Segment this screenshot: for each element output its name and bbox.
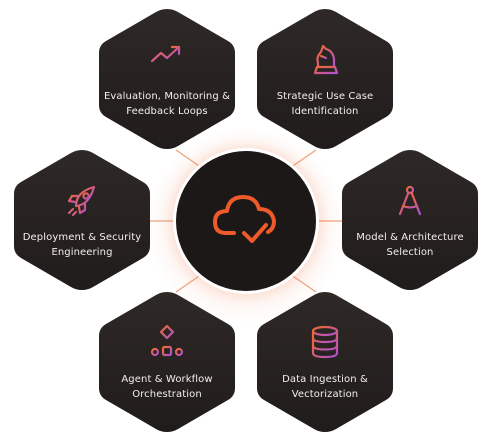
workflow-icon [150,324,184,357]
node-label: Deployment & Security Engineering [22,232,142,258]
rocket-icon [67,185,96,217]
node-label: Data Ingestion & Vectorization [282,374,368,400]
growth-chart-icon [150,45,183,75]
node-strategic: Strategic Use Case Identification [252,5,398,153]
node-evaluation: Evaluation, Monitoring & Feedback Loops [94,5,240,153]
node-label: Model & Architecture Selection [356,232,464,258]
node-label: Strategic Use Case Identification [276,91,374,117]
cloud-check-icon [213,195,276,243]
node-label: Agent & Workflow Orchestration [121,374,213,400]
node-agent: Agent & Workflow Orchestration [94,288,240,436]
node-model: Model & Architecture Selection [337,146,483,294]
node-label: Evaluation, Monitoring & Feedback Loops [104,91,230,117]
center-hub [176,151,316,291]
chess-knight-icon [313,44,339,75]
compass-icon [398,183,422,216]
node-data: Data Ingestion & Vectorization [252,288,398,436]
database-icon [311,325,339,359]
node-deployment: Deployment & Security Engineering [9,146,155,294]
